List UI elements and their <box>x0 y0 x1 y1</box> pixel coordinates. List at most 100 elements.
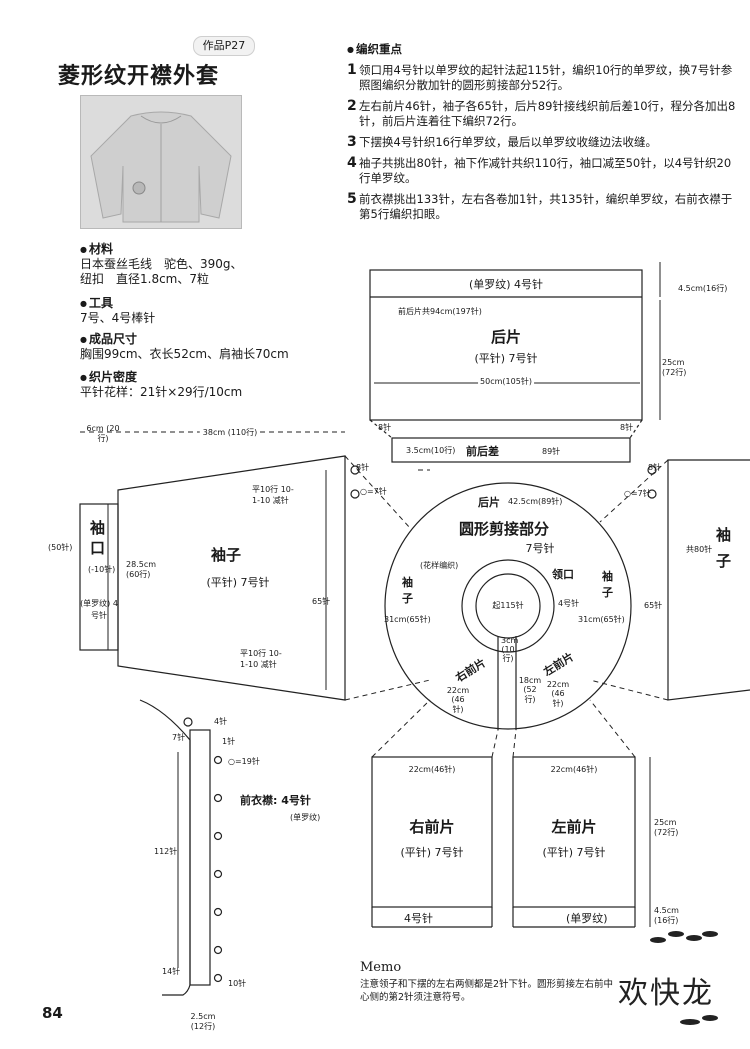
yoke-neck-circle <box>461 559 555 653</box>
tools-line: 7号、4号棒针 <box>80 311 156 325</box>
yoke-back-label: 后片 <box>478 496 500 509</box>
front-band-strip <box>189 729 211 986</box>
left-front-stitch: (平针) 7号针 <box>542 846 606 859</box>
front-band-1: 1针 <box>222 737 236 746</box>
point-text: 前衣襟挑出133针，左右各卷加1针，共135针，编织单罗纹，右前衣襟于第5行编织… <box>359 192 733 221</box>
right-front-rib: 4号针 <box>404 912 433 925</box>
back-height: 25cm (72行) <box>662 358 687 377</box>
cuff-decrease: (-10针) <box>88 565 116 574</box>
front-back-diff-outline <box>391 437 631 463</box>
points-heading: 编织重点 <box>347 42 742 57</box>
sweater-illustration <box>90 111 232 223</box>
sleeve-8: 8针 <box>356 463 370 472</box>
diff-label: 前后差 <box>466 445 499 458</box>
point-number: 4 <box>347 155 357 171</box>
size-heading: 成品尺寸 <box>80 332 289 347</box>
front-rib-height: 4.5cm (16行) <box>654 906 679 925</box>
right-sleeve-8: 8针 <box>648 463 662 472</box>
knitting-points: 编织重点 1领口用4号针以单罗纹的起针法起115针，编织10行的单罗纹，换7号针… <box>347 42 742 228</box>
front-band-rib: (单罗纹) <box>290 813 321 822</box>
memo-heading: Memo <box>360 960 402 975</box>
front-band-10: 10针 <box>228 979 247 988</box>
yoke-depth: 18cm (52行) <box>518 676 542 704</box>
cuff-rib: (单罗纹) 4号针 <box>80 599 118 620</box>
back-rib-label: (单罗纹) 4号针 <box>468 278 544 291</box>
front-band-4: 4针 <box>214 717 228 726</box>
sleeve-65: 65针 <box>312 597 331 606</box>
cuff-name: 袖口 <box>90 519 106 557</box>
gauge-heading: 织片密度 <box>80 370 242 385</box>
diff-height: 3.5cm(10行) <box>406 446 456 455</box>
point-number: 2 <box>347 98 357 114</box>
page-number: 84 <box>42 1004 63 1022</box>
front-band-length: 112针 <box>154 847 178 856</box>
right-sleeve-name: 袖子 <box>716 526 732 570</box>
gauge-line: 平针花样：21针×29行/10cm <box>80 385 243 399</box>
size-line: 胸围99cm、衣长52cm、肩袖长70cm <box>80 347 289 361</box>
sweater-photo <box>80 95 242 229</box>
yoke-sleeve-right-st: 31cm(65针) <box>578 615 625 624</box>
point-number: 5 <box>347 191 357 207</box>
left-cuff-outline <box>79 503 119 651</box>
materials-heading: 材料 <box>80 242 243 257</box>
yoke-inner-circle <box>475 573 541 639</box>
yoke-pattern: (花样编织) <box>420 561 459 570</box>
yoke-right-front-st: 22cm (46针) <box>446 686 470 714</box>
back-piece-name: 后片 <box>490 328 522 346</box>
watermark: 欢快龙 <box>618 976 714 1011</box>
back-rib-height: 4.5cm(16行) <box>678 284 728 293</box>
front-height: 25cm (72行) <box>654 818 679 837</box>
cuff-width: 6cm (20行) <box>86 424 120 443</box>
sleeve-decrease-top: 平10行 10-1-10 减针 <box>252 485 294 505</box>
sleeve-decrease-bottom: 平10行 10-1-10 减针 <box>240 649 282 669</box>
tools-heading: 工具 <box>80 296 155 311</box>
right-sleeve-outline <box>667 459 750 701</box>
point-number: 1 <box>347 62 357 78</box>
yoke-left-front-st: 22cm (46针) <box>546 680 570 708</box>
memo-text: 注意领子和下摆的左右两侧都是2针下针。圆形剪接左右前中心侧的第2针须注意符号。 <box>360 979 614 1003</box>
materials-line-1: 日本蚕丝毛线 驼色、390g、 <box>80 257 243 271</box>
back-total-note: 前后片共94cm(197针) <box>398 307 482 316</box>
point-text: 袖子共挑出80针，袖下作减针共织110行，袖口减至50针，以4号针织20行单罗纹… <box>359 156 732 185</box>
front-band-name: 前衣襟: 4号针 <box>240 794 311 807</box>
right-front-stitch: (平针) 7号针 <box>400 846 464 859</box>
yoke-neck: 领口 <box>552 568 574 581</box>
diff-stitches: 89针 <box>542 447 561 456</box>
sleeve-7: ○=7针 <box>360 487 387 496</box>
front-band-7: 7针 <box>172 733 186 742</box>
yoke-neck-band: 3cm (10行) <box>501 636 519 663</box>
sleeve-stitch: (平针) 7号针 <box>206 576 270 589</box>
yoke-sleeve-left-st: 31cm(65针) <box>384 615 431 624</box>
yoke-needle: 7号针 <box>525 542 555 555</box>
front-band-width: 2.5cm (12行) <box>190 1012 216 1031</box>
back-piece-outline <box>369 269 643 421</box>
yoke-cast-on: 起115针 <box>492 601 524 610</box>
yoke-back-stitches: 42.5cm(89针) <box>508 497 563 506</box>
left-front-outline <box>512 756 636 908</box>
point-number: 3 <box>347 134 357 150</box>
back-add-right: 8针 <box>620 423 634 432</box>
left-front-name: 左前片 <box>551 818 597 836</box>
page-title: 菱形纹开襟外套 <box>58 64 220 89</box>
work-tag: 作品P27 <box>193 36 255 56</box>
yoke-outer-circle <box>384 482 632 730</box>
materials-line-2: 纽扣 直径1.8cm、7粒 <box>80 272 210 286</box>
right-front-outline <box>371 756 493 908</box>
sleeve-length: 38cm (110行) <box>199 427 261 438</box>
gauge-section: 织片密度 平针花样：21针×29行/10cm <box>80 370 242 400</box>
materials-section: 材料 日本蚕丝毛线 驼色、390g、 纽扣 直径1.8cm、7粒 <box>80 242 243 287</box>
tools-section: 工具 7号、4号棒针 <box>80 296 155 326</box>
right-sleeve-65: 65针 <box>644 601 663 610</box>
yoke-title: 圆形剪接部分 <box>458 520 550 538</box>
left-front-rib: (单罗纹) <box>566 912 608 925</box>
yoke-sleeve-left: 袖子 <box>402 576 413 605</box>
yoke-neck-needle: 4号针 <box>558 599 580 608</box>
right-sleeve-80: 共80针 <box>686 545 713 554</box>
front-band-19: ○=19针 <box>228 757 260 766</box>
sleeve-name: 袖子 <box>210 546 242 564</box>
